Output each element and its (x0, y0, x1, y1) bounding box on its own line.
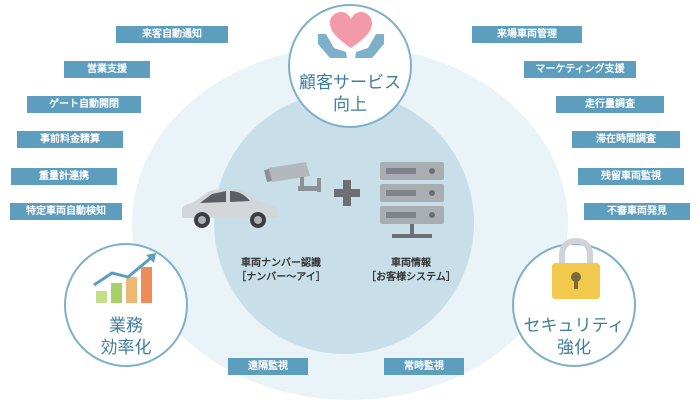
vehicle-info-label: 車両情報 (391, 258, 431, 269)
center-left-label: 車両ナンバー認識 ［ナンバー～アイ］ (222, 257, 340, 285)
padlock-icon (552, 237, 600, 299)
tag-traffic-survey: 走行量調査 (556, 96, 664, 113)
tag-prepay: 事前料金精算 (17, 131, 123, 148)
security-label-line1: セキュリティ (523, 316, 625, 336)
plate-recognition-label: 車両ナンバー認識 (241, 258, 321, 269)
server-icon (380, 162, 444, 238)
circle-customer-service: 顧客サービス 向上 (288, 4, 412, 128)
vehicle-info-system: ［お客様システム］ (366, 272, 456, 283)
efficiency-label-line2: 効率化 (100, 338, 152, 358)
car-icon (182, 188, 278, 228)
tag-specific-vehicle: 特定車両自動検知 (10, 203, 122, 220)
center-right-label: 車両情報 ［お客様システム］ (356, 257, 466, 285)
security-label-line2: 強化 (557, 338, 591, 358)
camera-icon (264, 162, 321, 192)
tag-sales-support: 営業支援 (64, 61, 150, 78)
efficiency-label-line1: 業務 (109, 316, 143, 336)
customer-service-label-line2: 向上 (333, 95, 367, 115)
tag-gate-auto: ゲート自動開閉 (27, 96, 141, 113)
circle-security: セキュリティ 強化 (512, 237, 636, 367)
customer-service-label-line1: 顧客サービス (299, 73, 401, 93)
tag-marketing: マーケティング支援 (524, 61, 636, 78)
plus-icon (334, 180, 360, 206)
circle-efficiency: 業務 効率化 (64, 243, 188, 367)
tag-visitor-notice: 来客自動通知 (116, 26, 228, 43)
tag-remaining-vehicle: 残留車両監視 (578, 168, 684, 185)
bar-chart-icon (93, 253, 156, 303)
tag-suspicious-vehicle: 不審車両発見 (584, 203, 690, 220)
tag-stay-time: 滞在時間調査 (572, 131, 680, 148)
tag-weight-scale: 重量計連携 (11, 168, 117, 185)
tag-vehicle-management: 来場車両管理 (472, 26, 582, 43)
tag-remote-monitor: 遠隔監視 (228, 358, 308, 375)
tag-constant-monitor: 常時監視 (384, 358, 464, 375)
plate-recognition-product: ［ナンバー～アイ］ (236, 272, 326, 283)
heart-hands-icon (318, 12, 384, 58)
